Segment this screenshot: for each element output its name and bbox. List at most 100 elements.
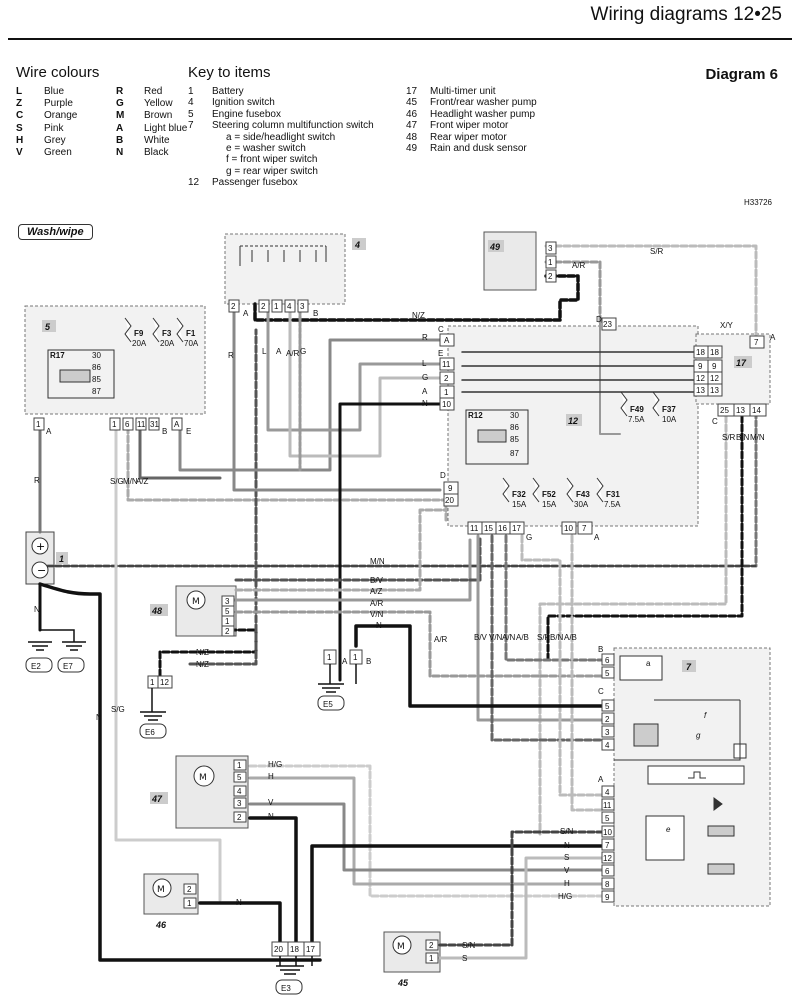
svg-text:−: − <box>37 564 46 577</box>
wire-colour-name2: White <box>144 134 170 146</box>
svg-text:7: 7 <box>605 841 610 850</box>
fuse-f9-rating: 20A <box>132 339 147 348</box>
key-item-text: Steering column multifunction switch <box>212 120 374 132</box>
svg-text:1: 1 <box>274 302 279 311</box>
terminals <box>33 241 767 964</box>
svg-text:20: 20 <box>445 496 454 505</box>
svg-text:A: A <box>422 387 428 396</box>
wires <box>38 244 758 962</box>
wire-colour-code2: G <box>116 98 124 110</box>
fuse-f1-label: F1 <box>186 329 196 338</box>
svg-text:L: L <box>262 347 267 356</box>
svg-text:4: 4 <box>605 788 610 797</box>
svg-text:S/G: S/G <box>110 477 124 486</box>
switch-7-internals: a f g e <box>614 655 747 875</box>
svg-text:2: 2 <box>444 374 449 383</box>
svg-text:3: 3 <box>605 728 610 737</box>
svg-text:N: N <box>236 898 242 907</box>
svg-text:17: 17 <box>306 945 315 954</box>
svg-text:R: R <box>34 476 40 485</box>
svg-text:S/G: S/G <box>111 705 125 714</box>
section-label: Wash/wipe <box>18 224 93 240</box>
svg-text:3: 3 <box>225 597 230 606</box>
svg-text:15: 15 <box>484 524 493 533</box>
svg-text:13: 13 <box>710 386 719 395</box>
svg-text:87: 87 <box>510 449 519 458</box>
svg-text:2: 2 <box>187 885 192 894</box>
svg-text:6: 6 <box>125 420 130 429</box>
svg-text:V: V <box>268 798 274 807</box>
svg-text:A/Z: A/Z <box>136 477 149 486</box>
wire-colour-name: Purple <box>44 98 73 110</box>
fuse-f43-rating: 30A <box>574 500 589 509</box>
washer-pump-box <box>383 931 441 973</box>
svg-text:a: a <box>646 659 651 668</box>
component-17-tag: 17 <box>736 358 747 368</box>
ignition-switch-internals <box>239 245 327 266</box>
svg-text:3: 3 <box>548 244 553 253</box>
wire-colour-name2: Red <box>144 86 163 97</box>
svg-text:B/V: B/V <box>474 633 488 642</box>
svg-text:C: C <box>712 417 718 426</box>
svg-text:S/N: S/N <box>462 941 476 950</box>
wire-colours-title: Wire colours <box>16 64 100 81</box>
svg-text:5: 5 <box>605 814 610 823</box>
svg-text:B: B <box>313 309 318 318</box>
ground-e2: E2 <box>31 662 41 671</box>
svg-text:E: E <box>438 349 443 358</box>
fuse-symbol-f52 <box>532 477 540 503</box>
ground-labels: E2 E7 E5 E6 E3 <box>25 657 345 995</box>
key-item-text: a = side/headlight switch <box>226 131 336 143</box>
key-item-number: 7 <box>188 120 194 132</box>
svg-text:M: M <box>199 773 207 783</box>
svg-text:A: A <box>243 309 249 318</box>
svg-text:10: 10 <box>603 828 612 837</box>
svg-text:E: E <box>186 427 191 436</box>
svg-text:18: 18 <box>290 945 299 954</box>
svg-text:B/V: B/V <box>370 576 384 585</box>
wire-colour-code2: A <box>116 122 124 134</box>
svg-text:M: M <box>192 597 200 607</box>
svg-text:2: 2 <box>429 941 434 950</box>
fuse-symbol-f3 <box>152 317 160 343</box>
svg-text:5: 5 <box>605 702 610 711</box>
page-header-title: Wiring diagrams <box>590 4 728 25</box>
svg-text:C: C <box>598 687 604 696</box>
svg-text:A/N: A/N <box>502 633 516 642</box>
svg-text:A/Z: A/Z <box>370 587 383 596</box>
svg-text:16: 16 <box>498 524 507 533</box>
component-48-tag: 48 <box>151 606 162 616</box>
key-item-text: Rain and dusk sensor <box>430 143 527 155</box>
component-7-tag: 7 <box>686 662 692 672</box>
key-item-number: 47 <box>406 120 418 132</box>
svg-text:11: 11 <box>603 801 612 810</box>
wire-colour-code: H <box>16 134 24 146</box>
svg-text:11: 11 <box>470 524 479 533</box>
svg-text:B: B <box>366 657 371 666</box>
svg-text:M/N: M/N <box>123 477 138 486</box>
svg-text:8: 8 <box>605 880 610 889</box>
svg-text:7: 7 <box>582 524 587 533</box>
svg-text:85: 85 <box>510 435 519 444</box>
wire-colour-name2: Light blue <box>144 122 188 134</box>
svg-text:N: N <box>268 812 274 821</box>
key-item-text: e = washer switch <box>226 143 306 155</box>
svg-text:B: B <box>598 645 603 654</box>
wire-colour-name: Pink <box>44 122 64 134</box>
component-4-tag: 4 <box>354 240 360 250</box>
svg-text:N: N <box>96 713 102 722</box>
wire-colour-name: Orange <box>44 110 78 122</box>
relay-r17-label: R17 <box>50 351 65 360</box>
svg-text:V: V <box>564 866 570 875</box>
svg-text:A: A <box>444 336 450 345</box>
svg-text:4: 4 <box>287 302 292 311</box>
diagram-label: Diagram 6 <box>705 66 778 83</box>
svg-text:B/N: B/N <box>550 633 564 642</box>
